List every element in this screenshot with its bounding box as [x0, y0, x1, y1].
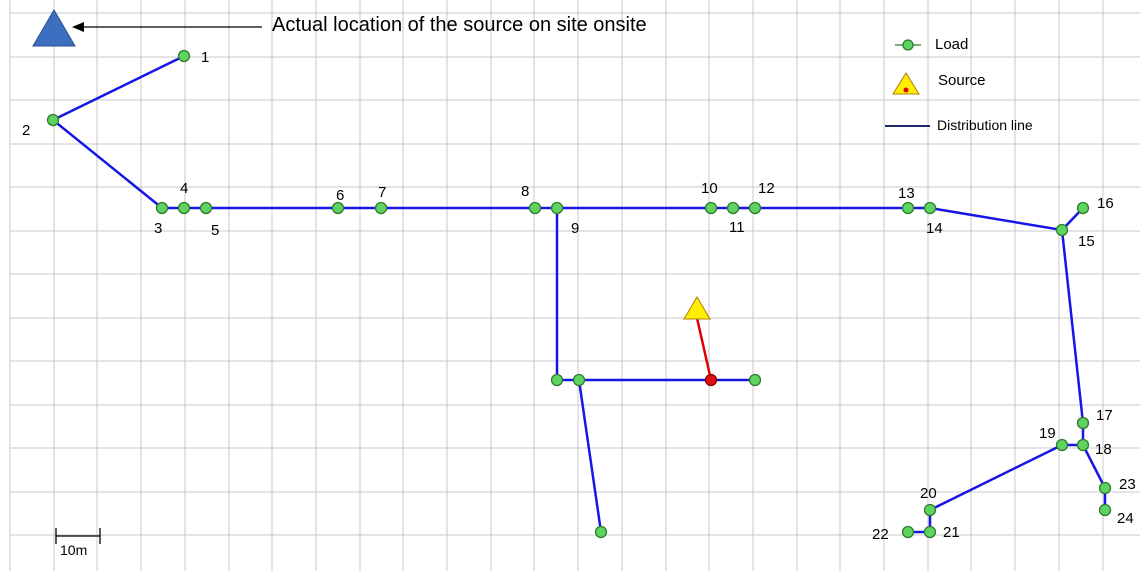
legend-line-label: Distribution line [937, 117, 1033, 133]
node-label: 12 [758, 180, 775, 197]
load-node [1098, 503, 1112, 517]
load-node [923, 525, 937, 539]
load-nodes [46, 49, 1112, 539]
distribution-line [1081, 444, 1107, 489]
load-node [331, 201, 345, 215]
load-node [528, 201, 542, 215]
load-node [46, 113, 60, 127]
load-node [177, 49, 191, 63]
load-node [550, 373, 564, 387]
node-label: 6 [336, 187, 344, 204]
node-label: 11 [729, 219, 745, 236]
distribution-line [52, 119, 163, 209]
node-label: 7 [378, 184, 386, 201]
node-label: 24 [1117, 510, 1134, 527]
load-node [726, 201, 740, 215]
load-node [923, 503, 937, 517]
node-label: 18 [1095, 441, 1112, 458]
node-label: 13 [898, 185, 915, 202]
node-label: 23 [1119, 476, 1136, 493]
node-label: 3 [154, 220, 162, 237]
grid [9, 0, 1140, 571]
legend-source-symbol [892, 72, 920, 95]
node-label: 19 [1039, 425, 1056, 442]
load-node [550, 201, 564, 215]
load-node [1055, 438, 1069, 452]
distribution-line [52, 54, 185, 122]
node-label: 21 [943, 524, 960, 541]
source-triangle [683, 296, 711, 320]
load-node [748, 373, 762, 387]
distribution-line [929, 206, 1063, 232]
node-label: 20 [920, 485, 937, 502]
load-node [374, 201, 388, 215]
junction-node [704, 373, 718, 387]
legend [885, 39, 930, 127]
load-node [199, 201, 213, 215]
legend-source-label: Source [938, 72, 986, 89]
distribution-line [1060, 229, 1085, 424]
source-annotation-text: Actual location of the source on site on… [272, 14, 647, 36]
node-label: 9 [571, 220, 579, 237]
load-node [901, 201, 915, 215]
load-node [748, 201, 762, 215]
distribution-line [929, 443, 1063, 512]
node-label: 2 [22, 122, 30, 139]
node-label: 22 [872, 526, 889, 543]
legend-load-symbol [895, 39, 921, 51]
source-connection-line [695, 317, 713, 381]
node-label: 16 [1097, 195, 1114, 212]
load-node [594, 525, 608, 539]
load-node [572, 373, 586, 387]
node-label: 14 [926, 220, 943, 237]
load-node [1076, 438, 1090, 452]
load-node [1076, 201, 1090, 215]
annotation-arrow [72, 22, 262, 32]
load-node [177, 201, 191, 215]
node-label: 5 [211, 222, 219, 239]
distribution-line [577, 379, 603, 533]
node-label: 10 [701, 180, 718, 197]
node-label: 8 [521, 183, 529, 200]
actual-source-triangle [32, 9, 76, 47]
load-node [901, 525, 915, 539]
node-label: 4 [180, 180, 188, 197]
load-node [155, 201, 169, 215]
load-node [1076, 416, 1090, 430]
node-label: 15 [1078, 233, 1095, 250]
load-node [1055, 223, 1069, 237]
load-node [923, 201, 937, 215]
legend-load-label: Load [935, 36, 969, 53]
legend-source-dot [903, 87, 909, 93]
node-label: 1 [201, 49, 209, 66]
load-node [1098, 481, 1112, 495]
node-label: 17 [1096, 407, 1113, 424]
scale-label: 10m [60, 542, 88, 558]
load-node [704, 201, 718, 215]
scale-bar [55, 528, 101, 544]
